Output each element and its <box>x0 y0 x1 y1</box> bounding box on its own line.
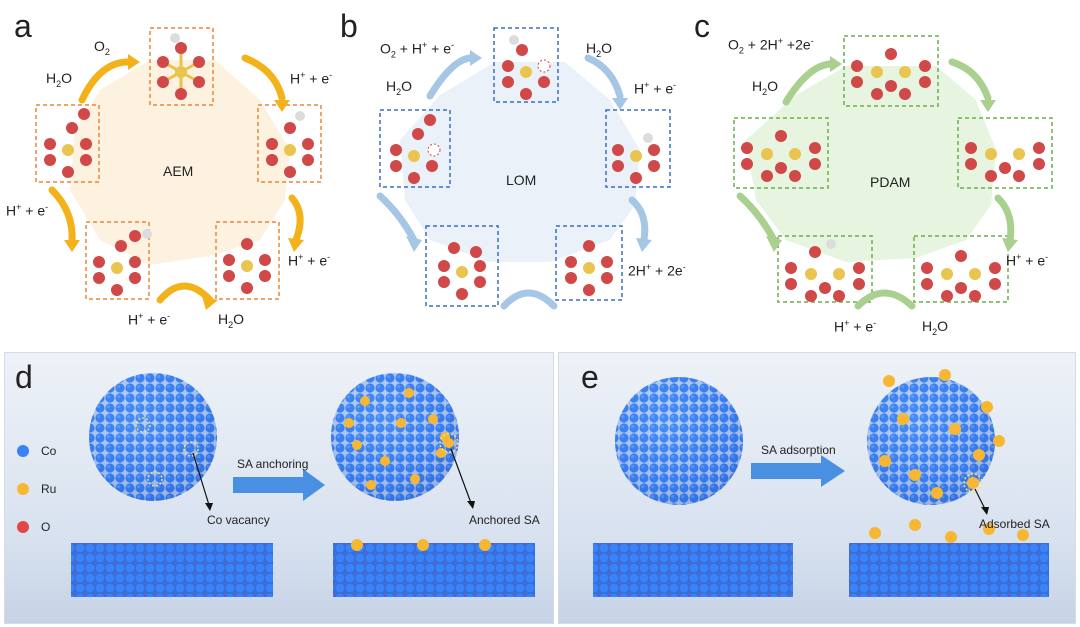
aem-h-e-right-label: H+ + e- <box>288 252 331 269</box>
legend-dot-co <box>17 445 29 457</box>
aem-label: AEM <box>163 163 194 179</box>
anchored-sa-label: Anchored SA <box>469 513 540 527</box>
legend-label-ru: Ru <box>41 482 57 496</box>
pdam-h2o-left-label: H2O <box>752 78 779 97</box>
panel-e-art <box>593 369 1049 597</box>
aem-h-e-bottom-label: H+ + e- <box>128 311 171 328</box>
pdam-label: PDAM <box>870 174 911 190</box>
lom-molecules <box>390 35 660 300</box>
aem-o2-label: O2 <box>94 38 110 57</box>
legend-dot-o <box>17 521 29 533</box>
lom-label: LOM <box>506 172 537 188</box>
aem-molecules <box>44 33 314 296</box>
adsorbed-sa-label: Adsorbed SA <box>979 517 1050 531</box>
panel-letter-e: e <box>581 359 599 395</box>
panel-letter-b: b <box>340 8 358 44</box>
legend-label-co: Co <box>41 444 57 458</box>
legend-dot-ru <box>17 483 29 495</box>
pdam-top-label: O2 + 2H+ +2e- <box>728 36 814 56</box>
aem-h2o-bottom-label: H2O <box>218 311 245 330</box>
pdam-h-e-bottom-label: H+ + e- <box>834 318 877 335</box>
lom-h2o-left-label: H2O <box>386 78 413 97</box>
lom-h-e-right-label: H+ + e- <box>634 80 677 97</box>
aem-h2o-left-label: H2O <box>46 70 73 89</box>
pdam-h2o-bottom-label: H2O <box>922 318 949 337</box>
pdam-diagram <box>733 35 1053 310</box>
pdam-molecules <box>741 48 1045 302</box>
panel-letter-a: a <box>14 8 32 44</box>
panel-d: d Co Ru O <box>4 352 554 624</box>
lom-h2o-top-label: H2O <box>586 40 613 59</box>
lom-diagram <box>376 27 671 310</box>
sa-anchoring-label: SA anchoring <box>237 457 309 471</box>
legend-label-o: O <box>41 520 51 534</box>
panel-letter-c: c <box>694 8 710 44</box>
sa-adsorption-label: SA adsorption <box>761 443 836 457</box>
co-vacancy-label: Co vacancy <box>207 513 270 527</box>
lom-top-left-label: O2 + H+ + e- <box>380 40 454 60</box>
pdam-h-e-right-label: H+ + e- <box>1006 252 1049 269</box>
panel-e: e <box>558 352 1076 624</box>
lom-2h-2e-label: 2H+ + 2e- <box>628 262 686 279</box>
panel-d-art <box>71 373 535 597</box>
aem-h-e-left-label: H+ + e- <box>6 202 49 219</box>
aem-h-e-top-right-label: H+ + e- <box>290 70 333 87</box>
aem-diagram <box>35 27 322 310</box>
panel-letter-d: d <box>15 359 33 395</box>
